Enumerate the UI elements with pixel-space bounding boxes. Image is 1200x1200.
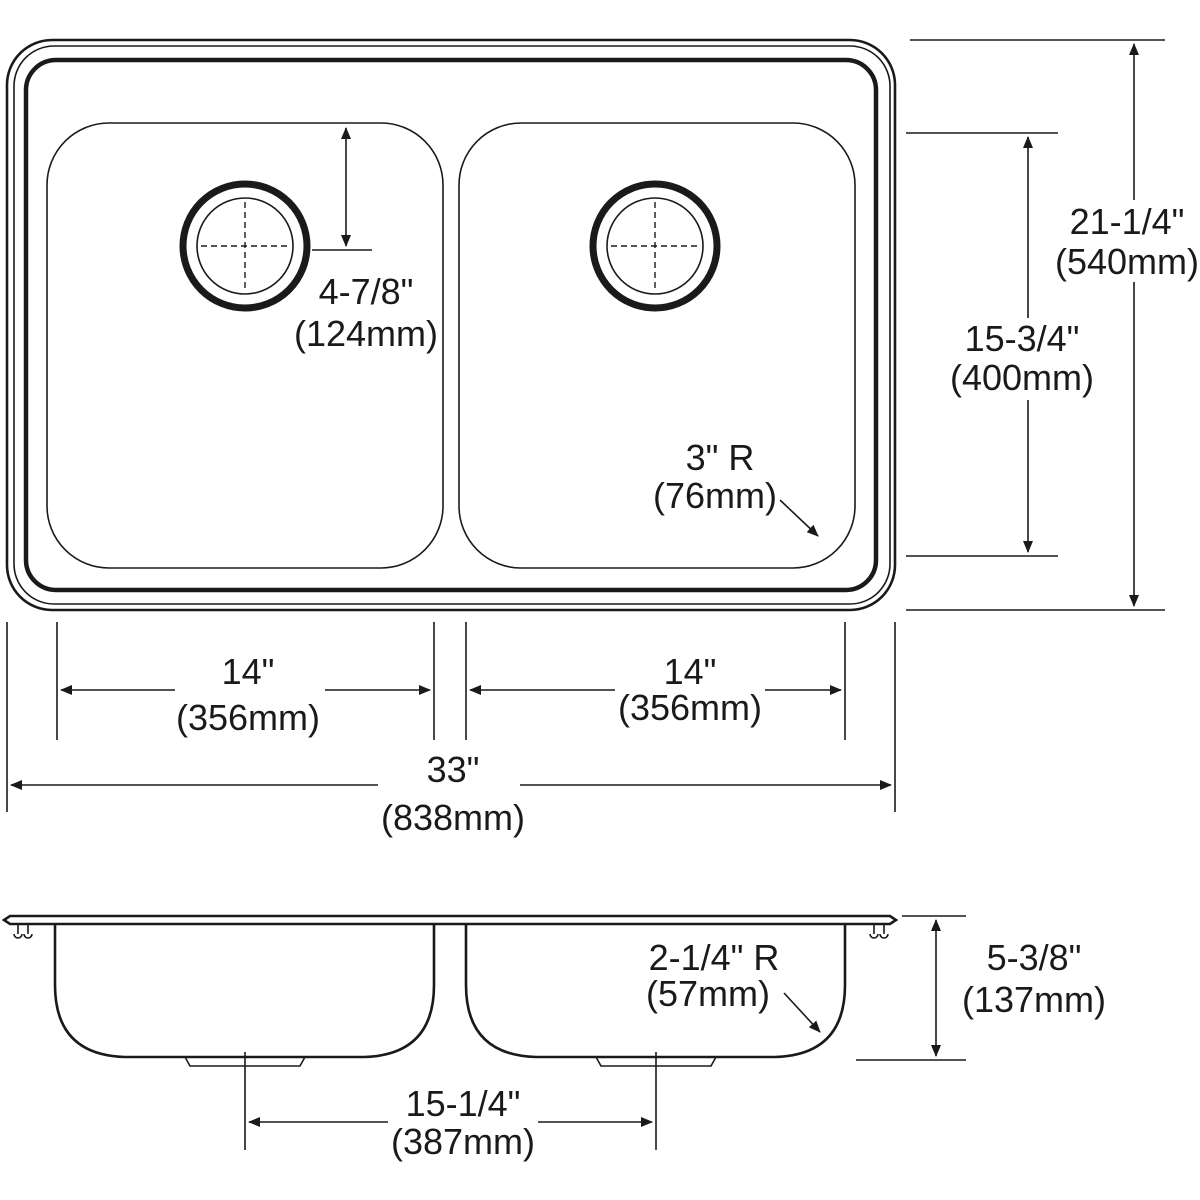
sink-rim-edge: [13, 45, 891, 605]
depth-dimension: 5-3/8" (137mm): [856, 915, 1106, 1061]
left-bowl-section: [53, 924, 436, 1059]
right-drain-icon: [589, 180, 721, 312]
bowl-length-mm: (400mm): [950, 357, 1094, 398]
left-drain-icon: [179, 180, 311, 312]
bottom-radius-callout: 2-1/4" R (57mm): [646, 937, 821, 1033]
overall-length-inches: 21-1/4": [1070, 201, 1185, 242]
drain-offset-dimension: 4-7/8" (124mm): [294, 127, 438, 354]
drain-spacing-mm: (387mm): [391, 1121, 535, 1162]
overall-width-inches: 33": [427, 749, 480, 790]
plan-view: 4-7/8" (124mm) 3" R (76mm) 15-3/4" (400m…: [5, 38, 1200, 838]
left-bowl-width-dimension: 14" (356mm): [56, 622, 435, 742]
drain-spacing-inches: 15-1/4": [406, 1083, 521, 1124]
right-bowl-width-dimension: 14" (356mm): [465, 622, 846, 740]
right-bowl: [458, 122, 856, 569]
overall-width-mm: (838mm): [381, 797, 525, 838]
overall-length-dimension: 21-1/4" (540mm): [906, 39, 1200, 611]
drain-offset-inches: 4-7/8": [319, 271, 414, 312]
sink-rim-inner: [23, 57, 879, 593]
left-bowl-width-mm: (356mm): [176, 697, 320, 738]
corner-radius-mm: (76mm): [653, 475, 777, 516]
corner-radius-inches: 3" R: [686, 437, 755, 478]
right-bowl-width-mm: (356mm): [618, 687, 762, 728]
drain-spacing-dimension: 15-1/4" (387mm): [244, 1052, 657, 1165]
corner-radius-callout: 3" R (76mm): [653, 437, 819, 537]
bowl-length-dimension: 15-3/4" (400mm): [906, 132, 1094, 557]
right-bowl-width-inches: 14": [664, 651, 717, 692]
section-view: 2-1/4" R (57mm) 5-3/8" (137mm) 15-1/4" (…: [1, 914, 1106, 1165]
overall-width-dimension: 33" (838mm): [6, 622, 896, 838]
depth-inches: 5-3/8": [987, 937, 1082, 978]
bowl-length-inches: 15-3/4": [965, 318, 1080, 359]
sink-rim-outer: [5, 38, 897, 612]
depth-mm: (137mm): [962, 979, 1106, 1020]
bottom-radius-inches: 2-1/4" R: [649, 937, 780, 978]
left-bowl-width-inches: 14": [222, 651, 275, 692]
overall-length-mm: (540mm): [1055, 241, 1199, 282]
sink-flange: [1, 914, 899, 926]
bottom-radius-mm: (57mm): [646, 973, 770, 1014]
left-bowl: [46, 122, 444, 569]
drain-offset-mm: (124mm): [294, 313, 438, 354]
